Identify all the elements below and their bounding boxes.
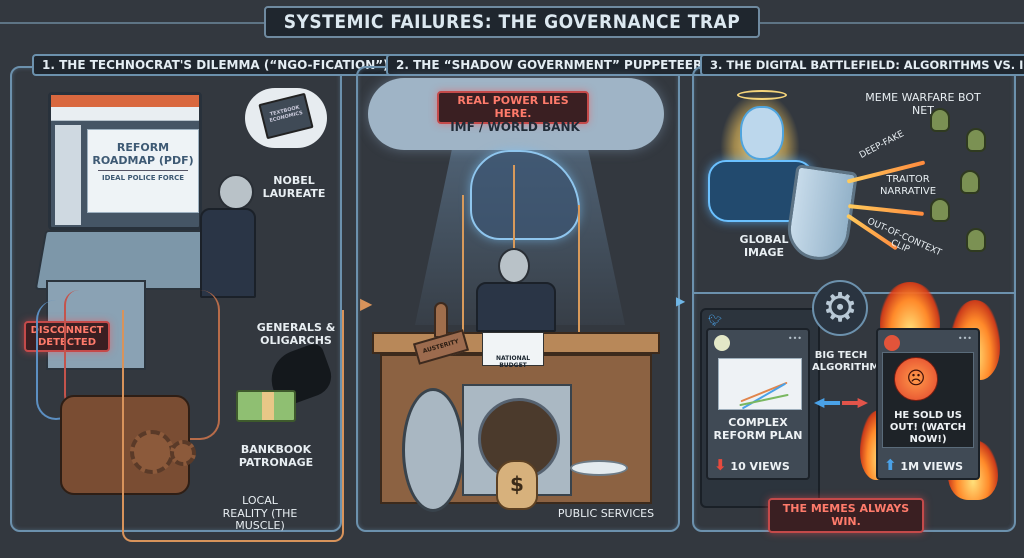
bird-icon[interactable]: 🐦︎ xyxy=(708,314,722,327)
title-bar: SYSTEMIC FAILURES: THE GOVERNANCE TRAP xyxy=(0,4,1024,40)
connector-orange xyxy=(122,310,344,542)
goblin-bot-icon xyxy=(966,228,986,252)
slide-canvas: REFORM ROADMAP (PDF) IDEAL POLICE FORCE xyxy=(87,129,199,213)
more-options-icon[interactable]: ••• xyxy=(787,334,802,343)
arrow-up-icon: ⬆ xyxy=(884,456,897,474)
wire-red xyxy=(64,290,94,410)
laureate-head xyxy=(218,174,254,210)
app-titlebar xyxy=(51,95,199,107)
empty-plate-icon xyxy=(570,460,628,476)
flow-arrow-right-orange: ▶ xyxy=(360,294,373,313)
reform-chart-thumbnail xyxy=(718,358,802,410)
more-options-icon[interactable]: ••• xyxy=(957,334,972,343)
avatar xyxy=(884,335,900,351)
label-bankbook-patronage: BANKBOOK PATRONAGE xyxy=(238,443,314,469)
engine-gear-small-icon xyxy=(170,440,196,466)
stamp-handle xyxy=(434,302,448,338)
official-body xyxy=(476,282,556,332)
slide-thumbnails xyxy=(55,125,81,225)
label-traitor-narrative: TRAITOR NARRATIVE xyxy=(879,174,937,197)
panel-digital-battlefield: 3. THE DIGITAL BATTLEFIELD: ALGORITHMS V… xyxy=(692,54,1024,532)
goblin-bot-icon xyxy=(930,108,950,132)
goblin-bot-icon xyxy=(930,198,950,222)
monitor: REFORM ROADMAP (PDF) IDEAL POLICE FORCE xyxy=(48,92,202,230)
title-rule-right xyxy=(694,22,1024,24)
wire-blue xyxy=(36,300,76,420)
label-nobel-laureate: NOBEL LAUREATE xyxy=(262,174,326,200)
post-2-views: ⬆ 1M VIEWS xyxy=(884,456,963,474)
real-power-banner: REAL POWER LIES HERE. xyxy=(437,91,589,125)
panel-2-heading: 2. THE “SHADOW GOVERNMENT” PUPPETEER xyxy=(386,54,713,76)
gear-icon: ⚙ xyxy=(822,285,858,331)
puppet-string xyxy=(578,205,580,335)
label-local-reality: LOCAL REALITY (THE MUSCLE) xyxy=(222,494,298,533)
arrow-down-icon: ⬇ xyxy=(714,456,727,474)
national-budget-document: NATIONAL BUDGET xyxy=(482,332,544,369)
panel-3-heading: 3. THE DIGITAL BATTLEFIELD: ALGORITHMS V… xyxy=(700,54,1024,76)
slide-divider xyxy=(98,170,188,172)
vault-door-icon xyxy=(402,388,464,512)
post-2-text: HE SOLD US OUT! (WATCH NOW!) xyxy=(889,410,967,445)
slide-title: REFORM ROADMAP (PDF) xyxy=(92,141,194,167)
title-rule-left xyxy=(0,22,330,24)
label-global-image: GLOBAL IMAGE xyxy=(739,233,789,259)
cash-band xyxy=(262,392,274,420)
post-1-views: ⬇ 10 VIEWS xyxy=(714,456,790,474)
avatar xyxy=(714,335,730,351)
label-imf-world-bank: IMF / WORLD BANK xyxy=(450,120,580,134)
leader-portrait-head xyxy=(740,106,784,160)
puppet-string xyxy=(513,165,515,315)
post-2-view-count: 1M VIEWS xyxy=(900,460,964,473)
angry-face-icon: ☹ xyxy=(894,357,938,401)
label-generals-oligarchs: GENERALS & OLIGARCHS xyxy=(256,321,336,347)
memes-win-banner: THE MEMES ALWAYS WIN. xyxy=(768,498,924,534)
panel-technocrat: 1. THE TECHNOCRAT'S DILEMMA (“NGO-FICATI… xyxy=(10,54,399,532)
laureate-body xyxy=(200,208,256,298)
panel-puppeteer: 2. THE “SHADOW GOVERNMENT” PUPPETEER xyxy=(356,54,713,532)
halo-icon xyxy=(737,90,787,100)
post-1-view-count: 10 VIEWS xyxy=(730,460,790,473)
disconnect-alert: DISCONNECT DETECTED xyxy=(24,321,110,352)
algorithm-gear-icon: ⚙ xyxy=(812,280,868,336)
app-ribbon xyxy=(51,107,199,121)
official-head xyxy=(498,248,530,284)
arrow-left-blue-icon xyxy=(814,398,840,408)
slide-subtitle: IDEAL POLICE FORCE xyxy=(101,174,185,183)
label-public-services: PUBLIC SERVICES xyxy=(557,507,655,520)
label-botnet: MEME WARFARE BOT NET xyxy=(865,91,981,117)
flow-arrow-right-blue: ▶ xyxy=(676,294,686,308)
arrow-right-red-icon xyxy=(842,398,868,408)
label-big-tech-algorithm: BIG TECH ALGORITHM xyxy=(812,350,880,373)
cash-stack-icon xyxy=(236,390,296,422)
panel-1-heading: 1. THE TECHNOCRAT'S DILEMMA (“NGO-FICATI… xyxy=(32,54,399,76)
goblin-bot-icon xyxy=(960,170,980,194)
goblin-bot-icon xyxy=(966,128,986,152)
money-bag-icon: $ xyxy=(496,460,538,510)
page-title: SYSTEMIC FAILURES: THE GOVERNANCE TRAP xyxy=(263,6,761,38)
post-1-text: COMPLEX REFORM PLAN xyxy=(713,416,803,443)
puppet-string xyxy=(462,195,464,335)
